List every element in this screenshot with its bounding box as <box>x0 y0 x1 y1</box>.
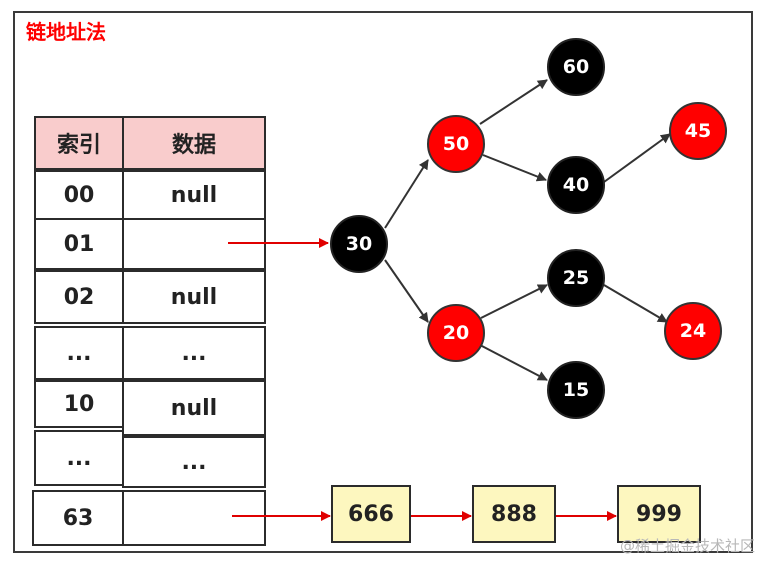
tree-node-60: 60 <box>547 38 605 96</box>
list-node-888: 888 <box>472 485 556 543</box>
list-node-999: 999 <box>617 485 701 543</box>
row-5-index: ... <box>34 430 124 486</box>
edge-20-25 <box>480 284 548 319</box>
row-6-data <box>122 490 266 546</box>
row-3-index: ... <box>34 326 124 380</box>
list-node-666: 666 <box>331 485 411 543</box>
tree-node-45: 45 <box>669 102 727 160</box>
edge-30-20 <box>384 259 429 323</box>
edge-25-24 <box>603 284 668 323</box>
row-3-data: ... <box>122 326 266 380</box>
row-6-index: 63 <box>32 490 124 546</box>
edge-50-60 <box>479 79 548 125</box>
tree-node-25: 25 <box>547 249 605 307</box>
tree-node-50: 50 <box>427 115 485 173</box>
header-index: 索引 <box>34 116 124 170</box>
tree-node-30: 30 <box>330 215 388 273</box>
row-2-data: null <box>122 270 266 324</box>
tree-node-40: 40 <box>547 156 605 214</box>
row-4-index: 10 <box>34 380 124 428</box>
diagram-frame <box>13 11 753 553</box>
tree-node-24: 24 <box>664 302 722 360</box>
edge-20-15 <box>479 344 548 381</box>
header-data: 数据 <box>122 116 266 170</box>
tree-node-15: 15 <box>547 361 605 419</box>
row-1-index: 01 <box>34 218 124 270</box>
row-4-data: null <box>122 380 266 436</box>
edge-40-45 <box>603 133 671 183</box>
row-5-data: ... <box>122 436 266 488</box>
tree-node-20: 20 <box>427 304 485 362</box>
edge-30-50 <box>384 159 429 229</box>
diagram-title: 链地址法 <box>26 20 106 44</box>
row-2-index: 02 <box>34 270 124 324</box>
watermark: @稀土掘金技术社区 <box>619 537 755 555</box>
edge-50-40 <box>482 154 547 182</box>
